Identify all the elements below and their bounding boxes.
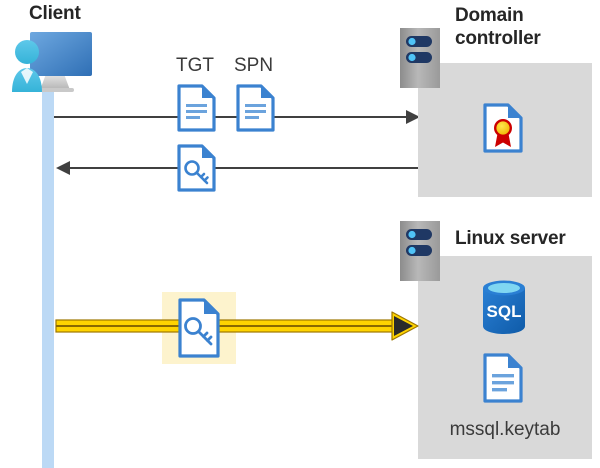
user-computer-icon <box>12 32 92 92</box>
server-rack-icon-linux <box>400 221 440 281</box>
arrow-client-to-linux <box>55 311 419 341</box>
label-tgt: TGT <box>176 55 214 76</box>
document-key-icon-service-ticket <box>178 298 220 358</box>
server-rack-icon-dc <box>400 28 440 88</box>
document-icon-keytab <box>483 353 523 403</box>
client-title: Client <box>29 3 81 24</box>
arrow-dc-to-client <box>56 161 422 175</box>
client-lifeline <box>42 92 54 468</box>
linux-server-title: Linux server <box>455 228 566 249</box>
certificate-icon <box>483 103 523 153</box>
document-spn-icon <box>236 84 275 132</box>
sql-label: SQL <box>487 302 522 321</box>
label-spn: SPN <box>234 55 274 76</box>
sql-database-icon: SQL <box>483 280 525 334</box>
document-tgt-icon <box>177 84 216 132</box>
keytab-filename-label: mssql.keytab <box>449 419 561 440</box>
domain-controller-title: Domain controller <box>455 5 541 49</box>
document-key-icon-response <box>177 144 216 192</box>
arrow-client-to-dc <box>54 110 420 124</box>
